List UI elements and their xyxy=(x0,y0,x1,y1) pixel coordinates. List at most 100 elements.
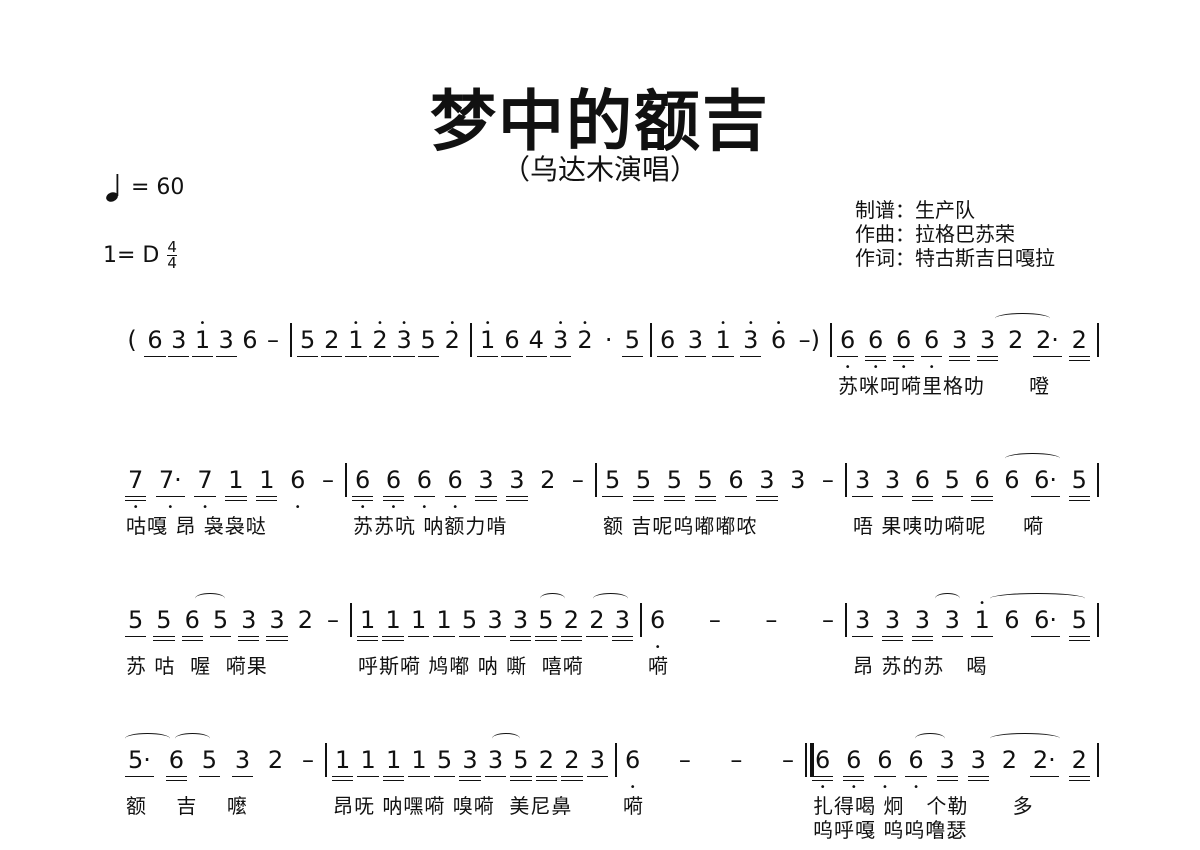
note: 6 xyxy=(911,465,933,501)
note: 1• xyxy=(971,599,993,637)
note-symbol: 6 xyxy=(868,326,884,354)
note: 3 xyxy=(790,465,805,495)
note-symbol: 2 xyxy=(564,746,580,774)
underline xyxy=(865,360,887,361)
underline xyxy=(382,776,405,777)
underline xyxy=(225,496,247,497)
note: 1 xyxy=(407,605,430,637)
underline xyxy=(477,356,499,357)
underline xyxy=(297,356,319,357)
underline xyxy=(971,496,993,497)
underline xyxy=(433,776,456,777)
note-symbol: 3 xyxy=(743,326,759,354)
note: 5 xyxy=(209,605,232,637)
underline xyxy=(369,356,391,357)
note-symbol: 5 xyxy=(1071,606,1087,634)
bar-line xyxy=(805,743,807,777)
lyrics: 苏苏吭 呐额力啃 xyxy=(353,514,508,538)
bar-line xyxy=(845,463,847,497)
note: 3 xyxy=(611,605,633,641)
bar-line xyxy=(345,463,347,497)
note-symbol: 6 xyxy=(447,466,463,494)
lyrics: 嗬 xyxy=(623,794,644,818)
note: 2 xyxy=(321,325,343,357)
high-octave-dot: • xyxy=(199,318,206,329)
note: 3 xyxy=(266,605,288,641)
note-symbol: 5 xyxy=(300,326,316,354)
note: 1 xyxy=(382,745,405,781)
note-symbol: 3 xyxy=(171,326,187,354)
note: 6 xyxy=(501,325,523,357)
note: – xyxy=(821,465,835,495)
note: 6 xyxy=(725,465,747,497)
note-symbol: 6 xyxy=(908,746,924,774)
high-octave-dot: • xyxy=(377,318,383,329)
underline xyxy=(611,640,633,641)
underline xyxy=(506,500,528,501)
note: 2 xyxy=(1008,325,1023,355)
bar-line xyxy=(290,323,292,357)
lyrics: 苏 咕 喔 嗬果 xyxy=(126,654,268,678)
note: 5 xyxy=(198,745,221,777)
underline xyxy=(561,780,583,781)
tie-slur xyxy=(1005,453,1060,464)
note: 6 xyxy=(1004,465,1019,495)
underline xyxy=(971,636,993,637)
underline xyxy=(560,636,583,637)
note-symbol: 3 xyxy=(970,746,986,774)
underline xyxy=(694,496,716,497)
lyrics: 额 吉呢呜嘟嘟哝 xyxy=(603,514,758,538)
note-symbol: 3 xyxy=(855,466,871,494)
note-symbol: 5 xyxy=(201,746,218,774)
tie-slur xyxy=(175,733,210,744)
credit-arranger: 制谱：生产队 xyxy=(855,198,975,222)
note: 3• xyxy=(393,319,415,357)
note-symbol: 3 xyxy=(790,466,806,494)
bar-line xyxy=(830,323,832,357)
note: 3• xyxy=(740,319,762,357)
lyrics: 苏咪呵嗬里格叻 噔 xyxy=(838,374,1051,398)
note-symbol: 2· xyxy=(1032,746,1056,774)
note-symbol: 2 xyxy=(577,326,593,354)
credits: 制谱：生产队 作曲：拉格巴苏荣 作词：特古斯吉日嘎拉 xyxy=(855,198,1055,270)
note: 5 xyxy=(663,465,685,501)
note: 3 xyxy=(936,745,958,781)
underline xyxy=(1031,636,1061,637)
note-symbol: 6 xyxy=(385,466,402,494)
underline xyxy=(843,780,865,781)
note: 5 xyxy=(535,605,557,641)
underline xyxy=(433,636,455,637)
note-symbol: 3 xyxy=(952,326,968,354)
note: 3 xyxy=(231,745,254,777)
underline xyxy=(941,496,963,497)
note: – xyxy=(266,325,280,355)
note: 3 xyxy=(684,325,706,357)
lyrics: 呼斯嗬 鸠嘟 呐 嘶 嘻嗬 xyxy=(358,654,584,678)
underline xyxy=(168,356,190,357)
note-symbol: 6 xyxy=(815,746,831,774)
note-symbol: 2 xyxy=(297,606,313,634)
underline xyxy=(881,640,904,641)
note-symbol: ( xyxy=(127,326,137,354)
underline xyxy=(181,640,203,641)
tempo-text: = 60 xyxy=(131,174,185,200)
underline xyxy=(725,496,747,497)
note: 6• xyxy=(921,325,943,373)
underline xyxy=(905,776,927,777)
underline xyxy=(936,776,958,777)
note: – xyxy=(326,605,340,635)
note: 3 xyxy=(967,745,989,781)
underline xyxy=(506,496,528,497)
note-symbol: – xyxy=(321,466,334,494)
note-symbol: 7 xyxy=(128,466,144,494)
note: 6• xyxy=(843,745,865,793)
note-symbol: · xyxy=(604,326,613,354)
